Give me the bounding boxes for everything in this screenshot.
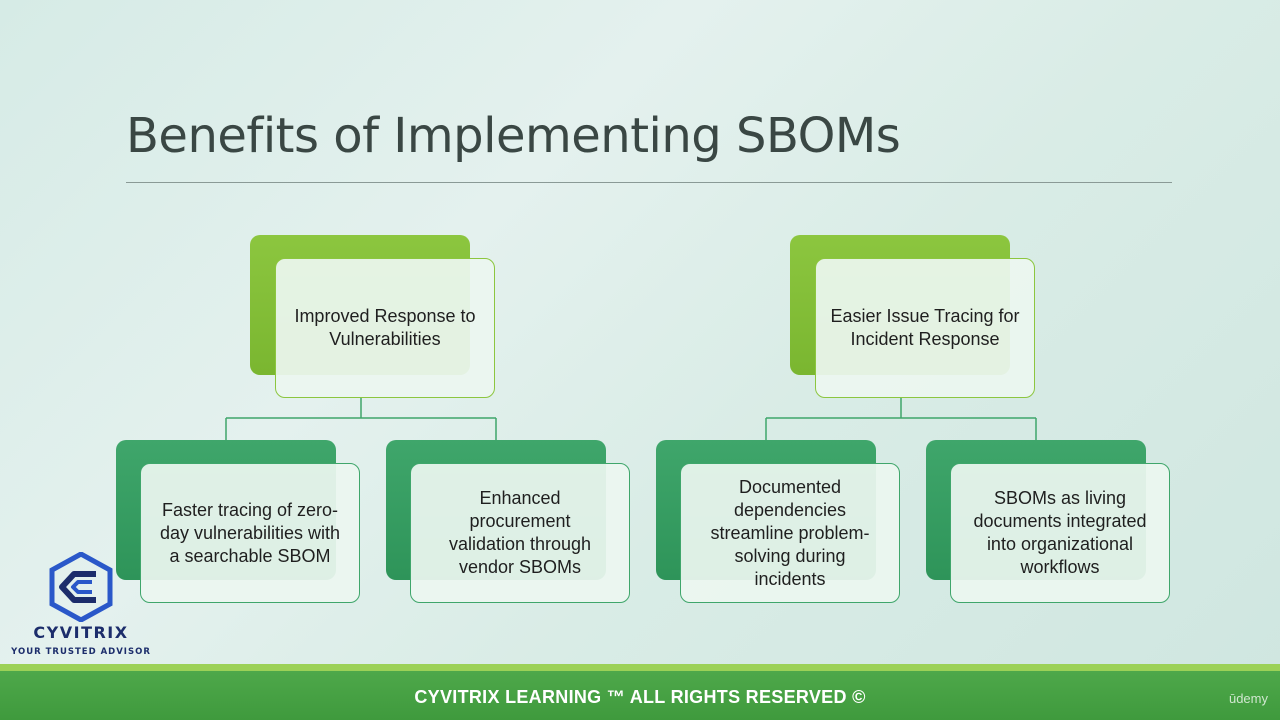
node-text: Documented dependencies streamline probl…	[710, 476, 870, 589]
logo-tagline: YOUR TRUSTED ADVISOR	[11, 647, 151, 657]
cyvitrix-logo-icon	[49, 552, 113, 622]
node-text: Improved Response to Vulnerabilities	[294, 306, 476, 349]
child-node-faster-tracing: Faster tracing of zero- day vulnerabilit…	[140, 463, 360, 603]
cyvitrix-logo: CYVITRIX YOUR TRUSTED ADVISOR	[6, 550, 156, 660]
slide-title: Benefits of Implementing SBOMs	[126, 108, 901, 164]
title-divider	[126, 182, 1172, 183]
node-text: Easier Issue Tracing for Incident Respon…	[830, 306, 1020, 349]
footer-accent-stripe	[0, 664, 1280, 671]
node-text: Faster tracing of zero- day vulnerabilit…	[159, 499, 341, 566]
child-node-procurement-validation: Enhanced procurement validation through …	[410, 463, 630, 603]
udemy-watermark: ūdemy	[1228, 691, 1268, 706]
child-node-living-documents: SBOMs as living documents integrated int…	[950, 463, 1170, 603]
child-node-documented-dependencies: Documented dependencies streamline probl…	[680, 463, 900, 603]
node-text: SBOMs as living documents integrated int…	[973, 488, 1147, 577]
footer-copyright: CYVITRIX LEARNING ™ ALL RIGHTS RESERVED …	[414, 687, 866, 707]
connector-group-1	[225, 398, 497, 440]
parent-node-issue-tracing: Easier Issue Tracing for Incident Respon…	[815, 258, 1035, 398]
node-text: Enhanced procurement validation through …	[448, 488, 592, 577]
parent-node-improved-response: Improved Response to Vulnerabilities	[275, 258, 495, 398]
footer-bar: CYVITRIX LEARNING ™ ALL RIGHTS RESERVED …	[0, 671, 1280, 720]
logo-name: CYVITRIX	[33, 623, 129, 642]
connector-group-2	[765, 398, 1037, 440]
